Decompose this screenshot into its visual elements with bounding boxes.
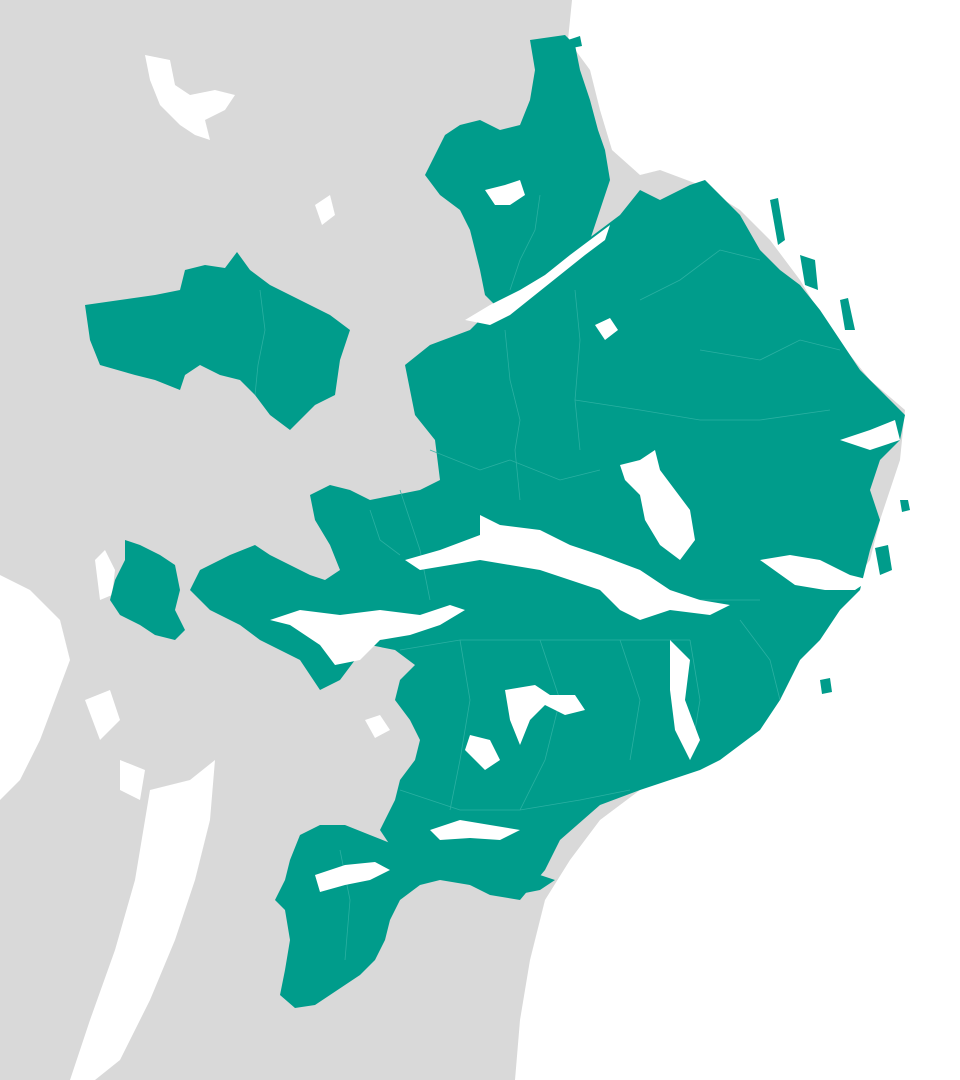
lake-malaren-central bbox=[405, 515, 730, 620]
highlighted-region-north[interactable] bbox=[425, 35, 610, 310]
lake-south-3 bbox=[430, 820, 520, 840]
lake-malaren-west bbox=[270, 605, 465, 665]
inlet-northeast-2 bbox=[840, 420, 900, 450]
inlet-north-coast bbox=[465, 225, 610, 325]
inlet-east-1 bbox=[760, 555, 870, 590]
lake-north-inner bbox=[485, 180, 525, 205]
highlighted-region-west-2[interactable] bbox=[110, 540, 185, 640]
lake-north-small bbox=[595, 318, 618, 340]
lakes-and-inlets bbox=[270, 180, 900, 892]
lake-south-1 bbox=[505, 685, 585, 745]
bay-southwest bbox=[0, 575, 70, 800]
lake-west-2 bbox=[85, 690, 120, 740]
lake-north-2 bbox=[315, 195, 335, 225]
lake-southern-region bbox=[315, 862, 390, 892]
coast-southeast bbox=[850, 1030, 960, 1080]
lake-south-2 bbox=[465, 735, 500, 770]
inlet-east-2 bbox=[670, 640, 700, 760]
inlet-southeast bbox=[365, 715, 390, 738]
municipal-borders bbox=[254, 194, 841, 961]
island-northeast bbox=[930, 895, 950, 918]
archipelago-islands bbox=[568, 36, 910, 694]
strait-south bbox=[70, 760, 215, 1080]
lake-west-1 bbox=[95, 550, 115, 600]
lake-west-3 bbox=[120, 760, 145, 800]
highlighted-region-west-1[interactable] bbox=[85, 252, 350, 430]
inlet-northeast-1 bbox=[620, 450, 695, 560]
lake-north-1 bbox=[145, 55, 235, 140]
